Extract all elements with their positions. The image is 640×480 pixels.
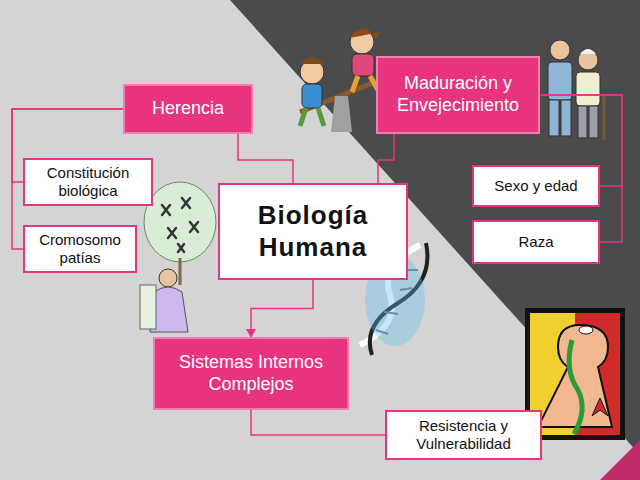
node-label: Maduración y Envejecimiento <box>384 73 532 116</box>
node-label: Raza <box>518 233 553 251</box>
node-label: Constitución biológica <box>31 164 145 200</box>
seesaw-kids <box>300 29 385 132</box>
central-box: Biología Humana <box>218 183 408 280</box>
process-box: Herencia <box>123 84 253 134</box>
attribute-box: Sexo y edad <box>472 165 600 207</box>
process-box: Sistemas Internos Complejos <box>153 337 349 410</box>
node-label: Resistencia y Vulnerabilidad <box>393 417 534 453</box>
elderly-couple <box>548 40 604 140</box>
connector <box>238 134 293 183</box>
connector <box>251 280 313 337</box>
attribute-box: Cromosomo patías <box>23 225 137 273</box>
corner-strip <box>600 440 640 480</box>
process-box: Maduración y Envejecimiento <box>376 56 540 134</box>
node-label: Sexo y edad <box>494 177 577 195</box>
connector <box>378 134 394 183</box>
attribute-box: Constitución biológica <box>23 158 153 206</box>
attribute-box: Resistencia y Vulnerabilidad <box>385 410 542 460</box>
node-label: Cromosomo patías <box>31 231 129 267</box>
attribute-box: Raza <box>472 220 600 264</box>
node-label: Sistemas Internos Complejos <box>161 352 341 395</box>
node-label: Herencia <box>152 98 224 120</box>
connector <box>251 410 385 435</box>
node-label: Biología Humana <box>226 200 400 262</box>
